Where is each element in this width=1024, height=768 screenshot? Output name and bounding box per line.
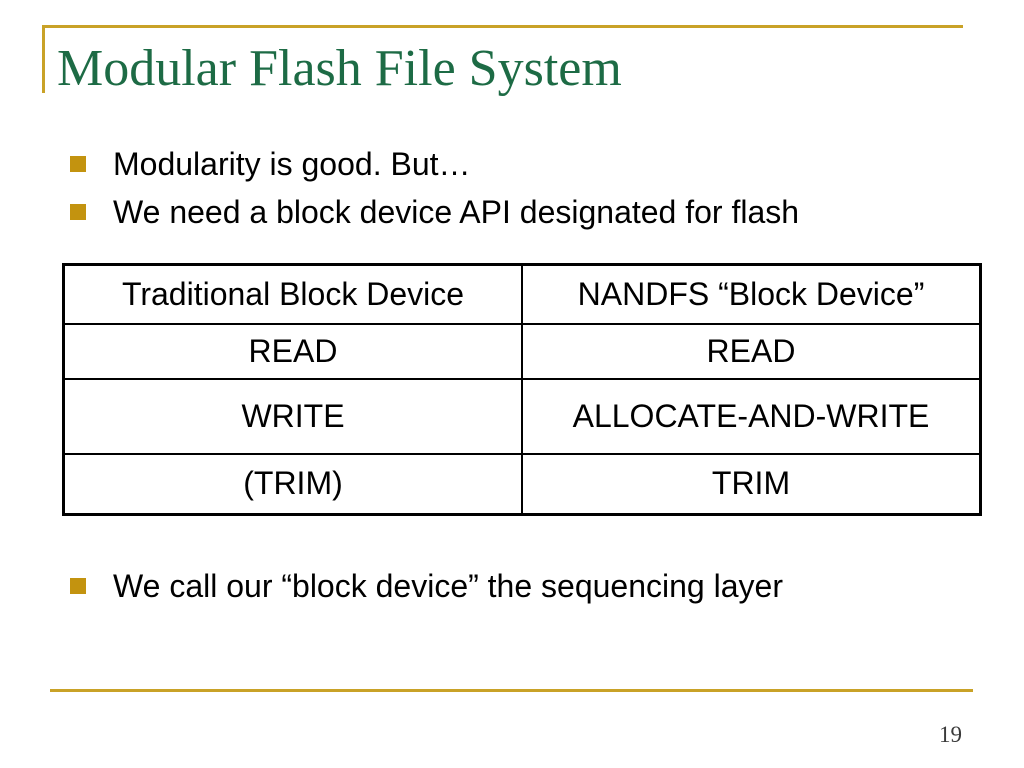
footer-accent-rule (50, 689, 973, 692)
bullet-text: We call our “block device” the sequencin… (113, 568, 783, 604)
table-cell: READ (521, 322, 982, 380)
table-header-row: Traditional Block Device NANDFS “Block D… (62, 263, 982, 325)
table-row: READ READ (62, 322, 982, 380)
bullet-item: We need a block device API designated fo… (70, 189, 799, 235)
table-cell: ALLOCATE-AND-WRITE (521, 377, 982, 455)
bullet-text: Modularity is good. But… (113, 146, 471, 182)
page-number: 19 (939, 722, 962, 747)
top-accent-rule (42, 25, 963, 28)
table-row: (TRIM) TRIM (62, 452, 982, 516)
table-cell: (TRIM) (62, 452, 523, 516)
table-cell: TRIM (521, 452, 982, 516)
table-header-nandfs: NANDFS “Block Device” (521, 263, 982, 325)
bullet-square-icon (70, 156, 86, 172)
bullet-text: We need a block device API designated fo… (113, 194, 800, 230)
table-header-traditional: Traditional Block Device (62, 263, 523, 325)
table-cell: WRITE (62, 377, 523, 455)
bullet-item: Modularity is good. But… (70, 141, 471, 187)
bullet-item: We call our “block device” the sequencin… (70, 563, 783, 609)
left-accent-rule (42, 25, 45, 93)
slide-title: Modular Flash File System (57, 40, 622, 97)
block-device-comparison-table: Traditional Block Device NANDFS “Block D… (62, 263, 982, 516)
table-cell: READ (62, 322, 523, 380)
table-row: WRITE ALLOCATE-AND-WRITE (62, 377, 982, 455)
bullet-square-icon (70, 578, 86, 594)
bullet-square-icon (70, 204, 86, 220)
